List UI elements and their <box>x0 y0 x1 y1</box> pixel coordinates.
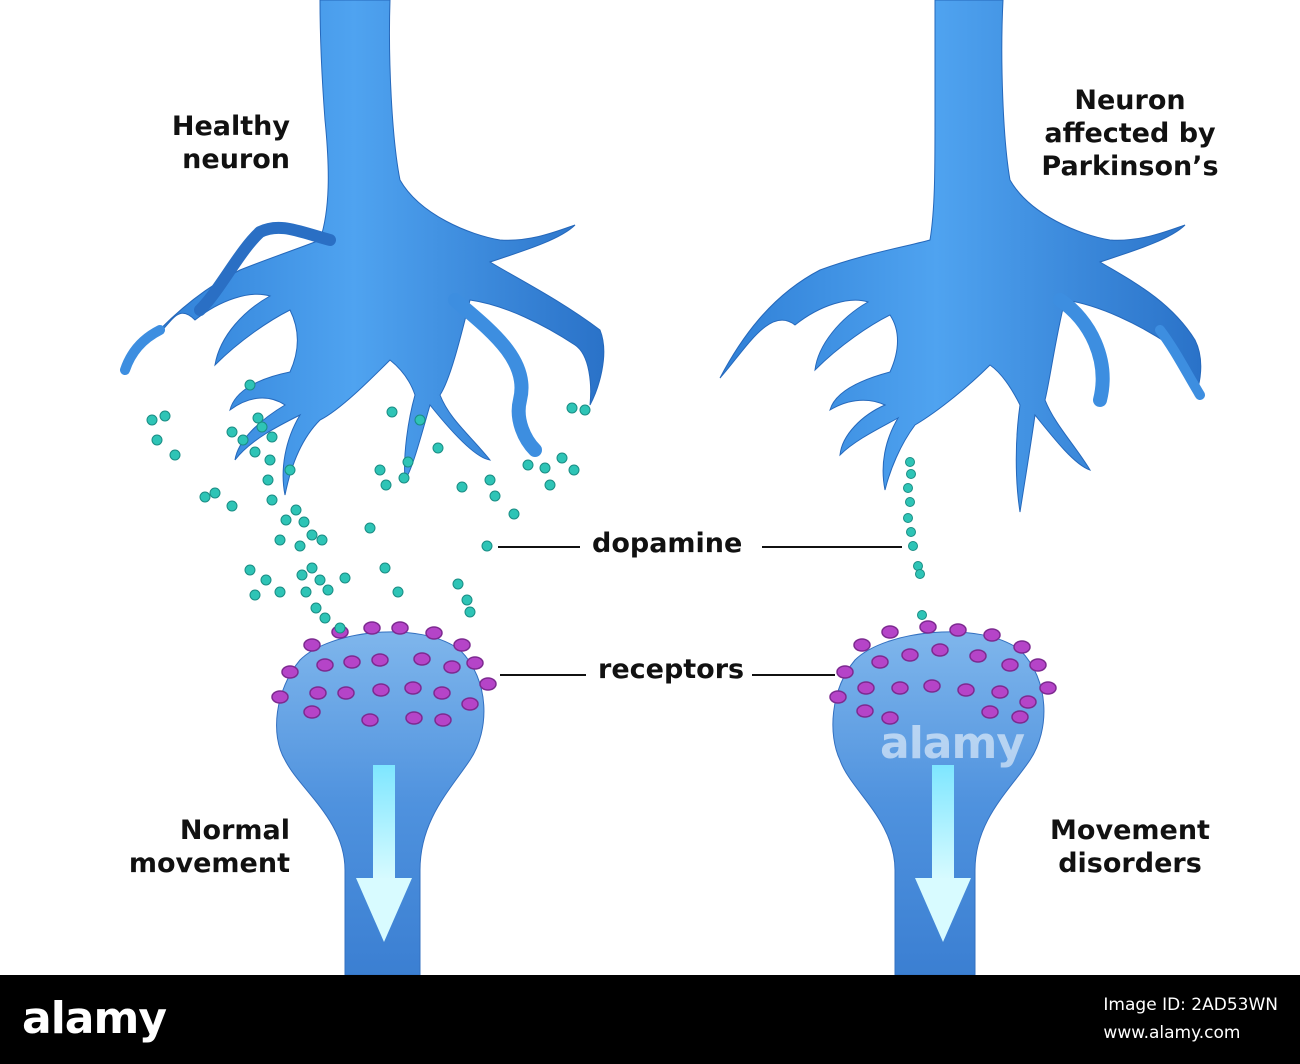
brand-logo[interactable]: alamy <box>22 993 167 1044</box>
image-id: Image ID: 2AD53WN <box>1103 995 1278 1015</box>
healthy-label-line1: Healthy <box>171 111 290 142</box>
healthy-receptors <box>271 621 497 727</box>
site-url[interactable]: www.alamy.com <box>1103 1023 1241 1043</box>
watermark: alamy <box>880 718 1025 769</box>
affected-neuron-label: Neuron affected by Parkinson’s <box>1025 84 1235 183</box>
normal-label-line2: movement <box>128 848 290 879</box>
receptors-label: receptors <box>592 654 751 685</box>
affected-label-line3: Parkinson’s <box>1041 151 1219 182</box>
affected-receptors <box>829 620 1057 725</box>
disorders-label-line1: Movement <box>1050 815 1210 846</box>
dopamine-label: dopamine <box>586 528 749 559</box>
normal-movement-label: Normal movement <box>110 814 290 880</box>
healthy-neuron <box>120 0 605 496</box>
movement-disorders-label: Movement disorders <box>1030 814 1230 880</box>
footer-info: Image ID: 2AD53WN www.alamy.com <box>1103 991 1278 1047</box>
neuron-diagram <box>120 0 1205 975</box>
disorders-label-line2: disorders <box>1058 848 1202 879</box>
affected-neuron <box>719 0 1205 513</box>
healthy-label-line2: neuron <box>182 144 290 175</box>
signal-arrow-weak <box>915 765 971 942</box>
footer-bar: alamy Image ID: 2AD53WN www.alamy.com <box>0 975 1300 1064</box>
healthy-neuron-label: Healthy neuron <box>150 110 290 176</box>
affected-dopamine <box>903 457 927 620</box>
normal-label-line1: Normal <box>179 815 290 846</box>
affected-label-line2: affected by <box>1044 118 1216 149</box>
signal-arrow-normal <box>356 765 412 942</box>
affected-label-line1: Neuron <box>1074 85 1186 116</box>
healthy-dopamine <box>146 379 591 634</box>
